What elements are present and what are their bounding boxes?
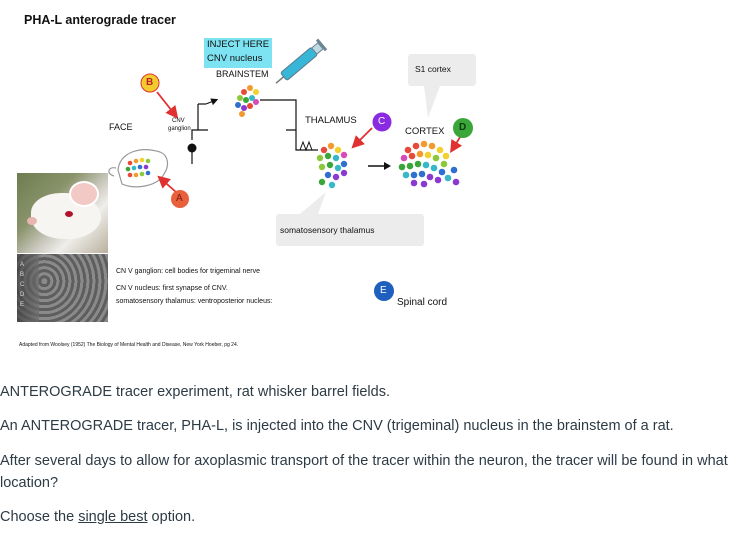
marker-d-label: D — [459, 122, 467, 133]
marker-e — [374, 281, 394, 301]
question-line-2: An ANTEROGRADE tracer, PHA-L, is injecte… — [0, 418, 674, 434]
thalamus-label: THALAMUS — [305, 115, 357, 126]
figure-title: PHA-L anterograde tracer — [24, 13, 176, 27]
inject-label: INJECT HERE — [207, 39, 270, 50]
citation: Adapted from Woolsey (1952) The Biology … — [19, 342, 239, 348]
cortex-label: CORTEX — [405, 126, 445, 137]
brainstem-barrelettes — [235, 85, 259, 117]
face-label: FACE — [109, 122, 133, 132]
spinal-cord-label: Spinal cord — [397, 297, 448, 308]
note-thalamus: somatosensory thalamus: ventroposterior … — [116, 298, 273, 305]
barrel-field-photo: A B C D E — [17, 254, 108, 322]
brainstem-pathway — [260, 99, 297, 131]
marker-a-label: A — [176, 193, 183, 204]
arrow-c — [351, 127, 373, 149]
choose-instruction: Choose the single best option. — [0, 509, 196, 525]
brainstem-label: BRAINSTEM — [216, 69, 269, 79]
cnv-ganglion-label-1: CNV — [172, 118, 185, 124]
question-line-3: After several days to allow for axoplasm… — [0, 453, 728, 491]
face-outline — [117, 149, 169, 188]
marker-b — [140, 73, 160, 93]
marker-a — [171, 190, 189, 208]
figure-panel: PHA-L anterograde tracer INJECT HERE CNV… — [0, 0, 490, 370]
thalamus-to-cortex-arrow — [384, 162, 391, 170]
single-best-emphasis: single best — [78, 509, 148, 525]
question-line-1: ANTEROGRADE tracer experiment, rat whisk… — [0, 384, 390, 400]
s1-cortex-callout: S1 cortex — [415, 64, 451, 74]
marker-d — [453, 118, 473, 138]
s1-callout-box — [408, 54, 476, 86]
s1-callout-pointer — [424, 86, 440, 118]
somatosensory-thalamus-callout: somatosensory thalamus — [280, 225, 375, 235]
arrow-b — [156, 91, 179, 119]
ganglion-cell-body — [187, 143, 197, 153]
thalamus-callout-box — [276, 214, 424, 246]
thalamus-callout-pointer — [300, 192, 326, 214]
marker-c-label: C — [378, 116, 386, 127]
figure-diagram — [108, 38, 476, 301]
note-ganglion: CN V ganglion: cell bodies for trigemina… — [116, 268, 260, 275]
marker-b-label: B — [146, 77, 154, 88]
arrow-a — [157, 175, 177, 193]
thalamus-barreloids — [316, 142, 348, 189]
whisker-pad — [125, 157, 151, 178]
cnv-nucleus-label: CNV nucleus — [207, 53, 263, 64]
syringe-icon — [275, 38, 328, 84]
note-nucleus: CN V nucleus: first synapse of CNV. — [116, 285, 228, 292]
cnv-ganglion-label-2: ganglion — [168, 126, 191, 132]
cortex-barrels — [398, 140, 460, 188]
rat-photo — [17, 173, 108, 253]
marker-e-label: E — [380, 285, 387, 296]
inject-label-highlight — [204, 38, 272, 68]
marker-c — [372, 112, 392, 132]
